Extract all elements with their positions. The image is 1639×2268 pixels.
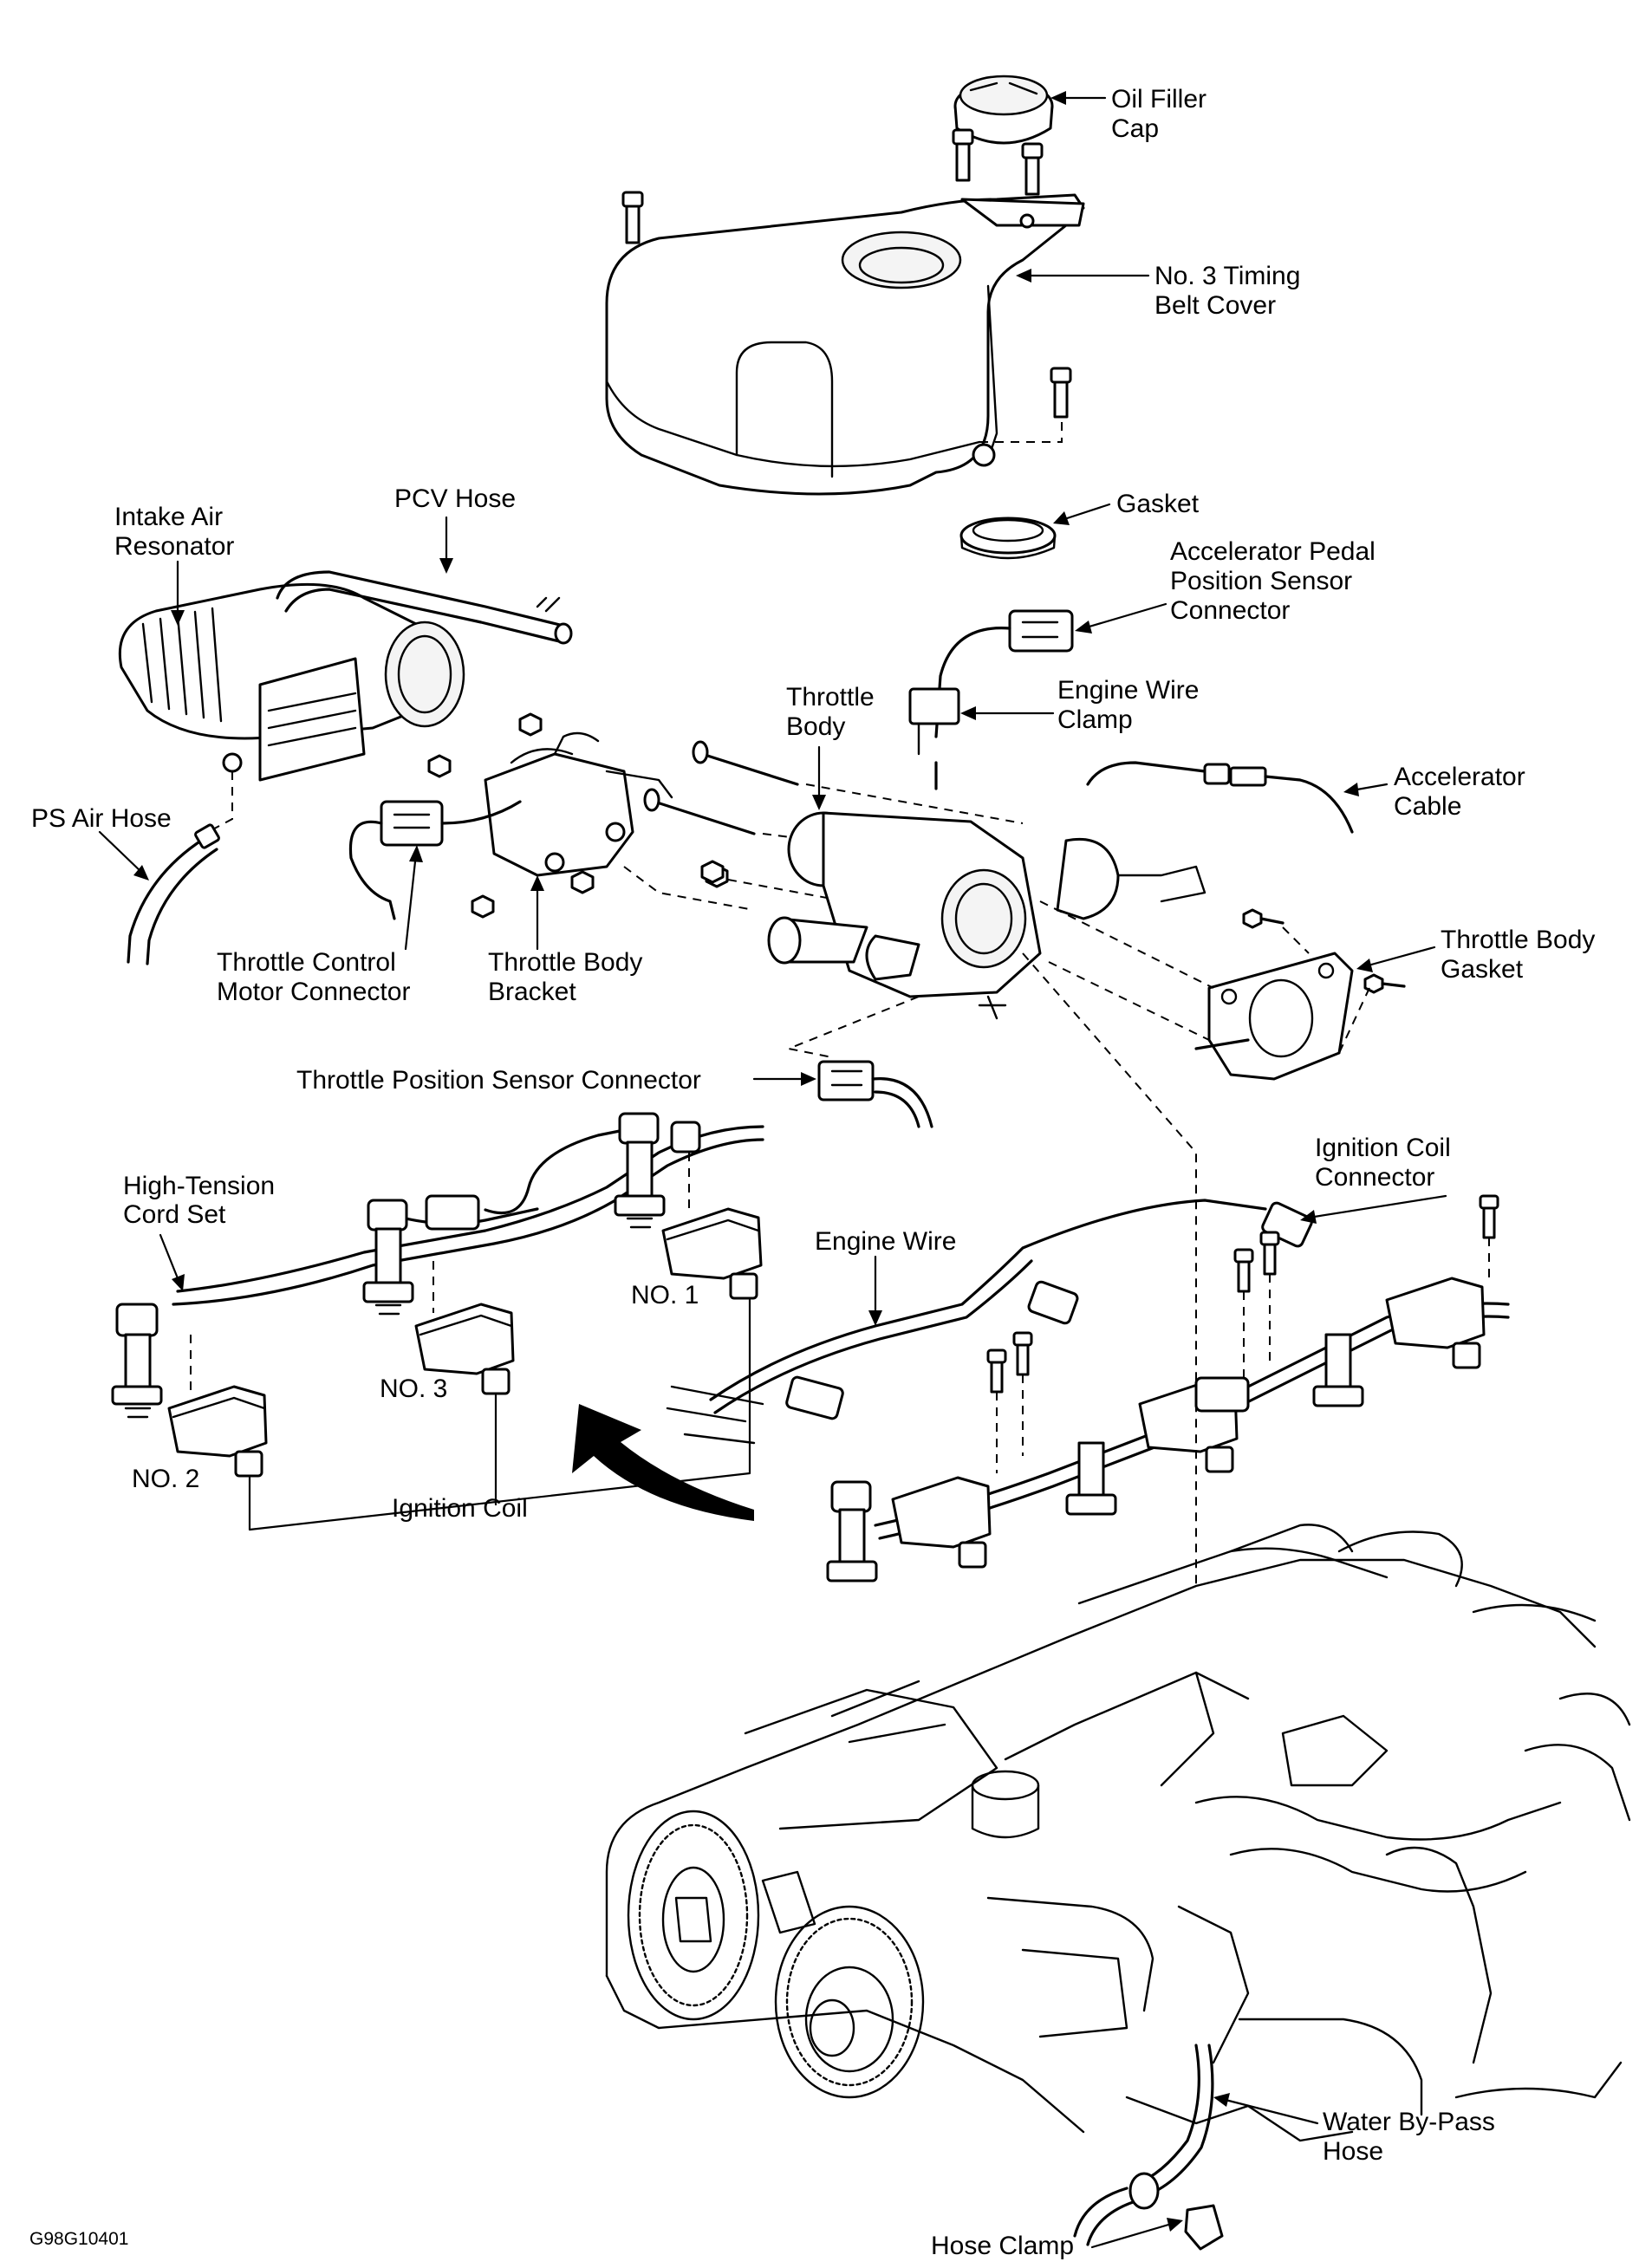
throttle-gasket-guides — [1039, 900, 1370, 1054]
right-ignition-coils — [826, 1277, 1510, 1582]
throttle-body-gasket-label: Throttle Body Gasket — [1441, 926, 1603, 984]
engine-wire-label: Engine Wire — [815, 1227, 956, 1256]
throttle-control-motor-connector-leader — [404, 852, 418, 951]
pcv-hose-drawing — [276, 570, 573, 645]
ignition-coil-no2-drawing — [167, 1385, 268, 1478]
no-2-label: NO. 2 — [132, 1465, 199, 1493]
timing-belt-cover-drawing — [605, 193, 1085, 496]
ps-air-hose-label: PS Air Hose — [31, 804, 172, 833]
gasket-leader — [1060, 503, 1111, 522]
throttle-body-drawing — [767, 811, 1206, 1020]
engine-wire-drawing — [709, 1199, 1313, 1420]
engine-wire-clamp-label: Engine Wire Clamp — [1057, 676, 1206, 734]
ps-air-hose-guide — [207, 771, 233, 833]
pcv-hose-label: PCV Hose — [394, 484, 516, 513]
water-bypass-hose-leader — [1220, 2097, 1319, 2125]
figure-code: G98G10401 — [29, 2229, 128, 2249]
accel-pedal-sensor-connector-leader — [1082, 602, 1167, 630]
ignition-coil-label: Ignition Coil — [392, 1494, 528, 1523]
ps-air-hose-drawing — [127, 823, 220, 965]
accel-pedal-sensor-connector-drawing — [934, 609, 1074, 790]
ignition-coil-connector-leader — [1307, 1194, 1447, 1219]
ignition-coil-no3-drawing — [414, 1303, 515, 1395]
oil-filler-cap-label: Oil Filler Cap — [1111, 85, 1213, 143]
accel-pedal-sensor-connector-label: Accelerator Pedal Position Sensor Connec… — [1170, 537, 1382, 625]
throttle-body-label: Throttle Body — [786, 683, 881, 741]
throttle-body-gasket-drawing — [1194, 908, 1406, 1081]
left-coil-guides — [190, 1153, 690, 1395]
throttle-body-bolts — [643, 740, 799, 884]
hose-clamp-leader — [1090, 2221, 1176, 2249]
assembly-direction-arrow — [572, 1404, 754, 1521]
timing-belt-cover-label: No. 3 Timing Belt Cover — [1154, 262, 1308, 320]
engine-wire-clamp-drawing — [908, 687, 960, 756]
intake-air-resonator-drawing — [118, 582, 465, 782]
engine-block-drawing — [605, 1524, 1631, 2142]
throttle-position-sensor-connector-drawing — [817, 1060, 933, 1128]
throttle-body-bracket-label: Throttle Body Bracket — [488, 948, 650, 1006]
gasket-drawing — [959, 517, 1057, 560]
intake-air-resonator-label: Intake Air Resonator — [114, 503, 234, 561]
cover-bolts — [621, 128, 1072, 419]
ignition-coil-bracket-lines — [248, 1298, 751, 1531]
throttle-control-motor-connector-label: Throttle Control Motor Connector — [217, 948, 410, 1006]
high-tension-cord-set-label: High-Tension Cord Set — [123, 1172, 282, 1229]
accelerator-cable-label: Accelerator Cable — [1394, 763, 1532, 821]
high-tension-cord-set-drawing — [172, 1125, 764, 1306]
spark-plug-cords — [111, 1112, 701, 1419]
timing-gears-drawing — [627, 1810, 925, 2099]
throttle-body-bracket-drawing — [484, 731, 673, 877]
throttle-control-motor-connector-drawing — [348, 800, 522, 920]
no-1-label: NO. 1 — [631, 1281, 699, 1309]
tps-connector-guide — [785, 996, 920, 1058]
no-3-label: NO. 3 — [380, 1374, 447, 1403]
throttle-position-sensor-connector-label: Throttle Position Sensor Connector — [296, 1066, 701, 1095]
oil-filler-cap-drawing — [953, 75, 1054, 145]
water-bypass-hose-label: Water By-Pass Hose — [1323, 2108, 1502, 2166]
throttle-body-gasket-leader — [1363, 946, 1436, 968]
ignition-coil-no1-drawing — [661, 1207, 763, 1300]
cover-bolt-guide — [979, 420, 1063, 443]
gasket-label: Gasket — [1116, 490, 1200, 518]
high-tension-cord-set-leader — [159, 1233, 181, 1284]
ps-air-hose-leader — [98, 830, 145, 875]
ignition-coil-connector-label: Ignition Coil Connector — [1315, 1134, 1458, 1192]
engine-drop-guide — [1022, 952, 1197, 1586]
hose-clamp-label: Hose Clamp — [931, 2232, 1074, 2260]
accelerator-cable-drawing — [1086, 761, 1354, 834]
water-bypass-hose-drawing — [1073, 2044, 1224, 2251]
